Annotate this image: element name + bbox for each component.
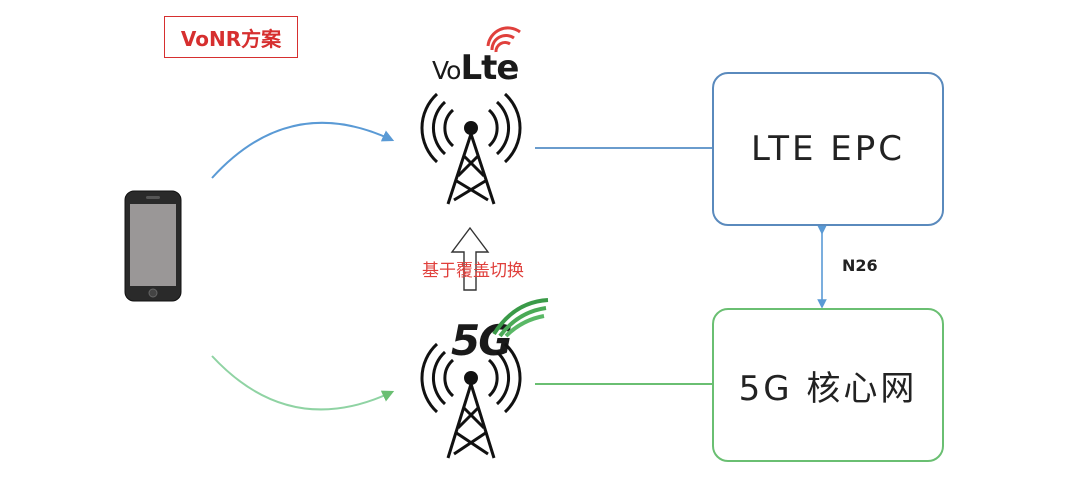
handover-arrow bbox=[450, 226, 490, 291]
5g-core-box: 5G 核心网 bbox=[712, 308, 944, 462]
5g-tower-icon bbox=[420, 342, 522, 459]
volte-signal-icon bbox=[486, 26, 521, 53]
volte-logo: VoLte bbox=[432, 48, 519, 88]
phone-to-5g-curve bbox=[211, 355, 395, 411]
lte-epc-box: LTE EPC bbox=[712, 72, 944, 226]
n26-label: N26 bbox=[842, 256, 878, 275]
page-title: VoNR方案 bbox=[164, 16, 298, 58]
handover-label: 基于覆盖切换 bbox=[422, 261, 524, 281]
phone-icon bbox=[124, 190, 182, 302]
5g-signal-icon bbox=[492, 298, 549, 338]
volte-logo-suffix: Lte bbox=[460, 48, 519, 88]
volte-logo-prefix: Vo bbox=[432, 56, 461, 85]
lte-tower-icon bbox=[420, 92, 522, 205]
5g-core-label: 5G 核心网 bbox=[738, 368, 918, 409]
lte-epc-label: LTE EPC bbox=[750, 129, 906, 169]
phone-to-lte-curve bbox=[211, 121, 395, 179]
